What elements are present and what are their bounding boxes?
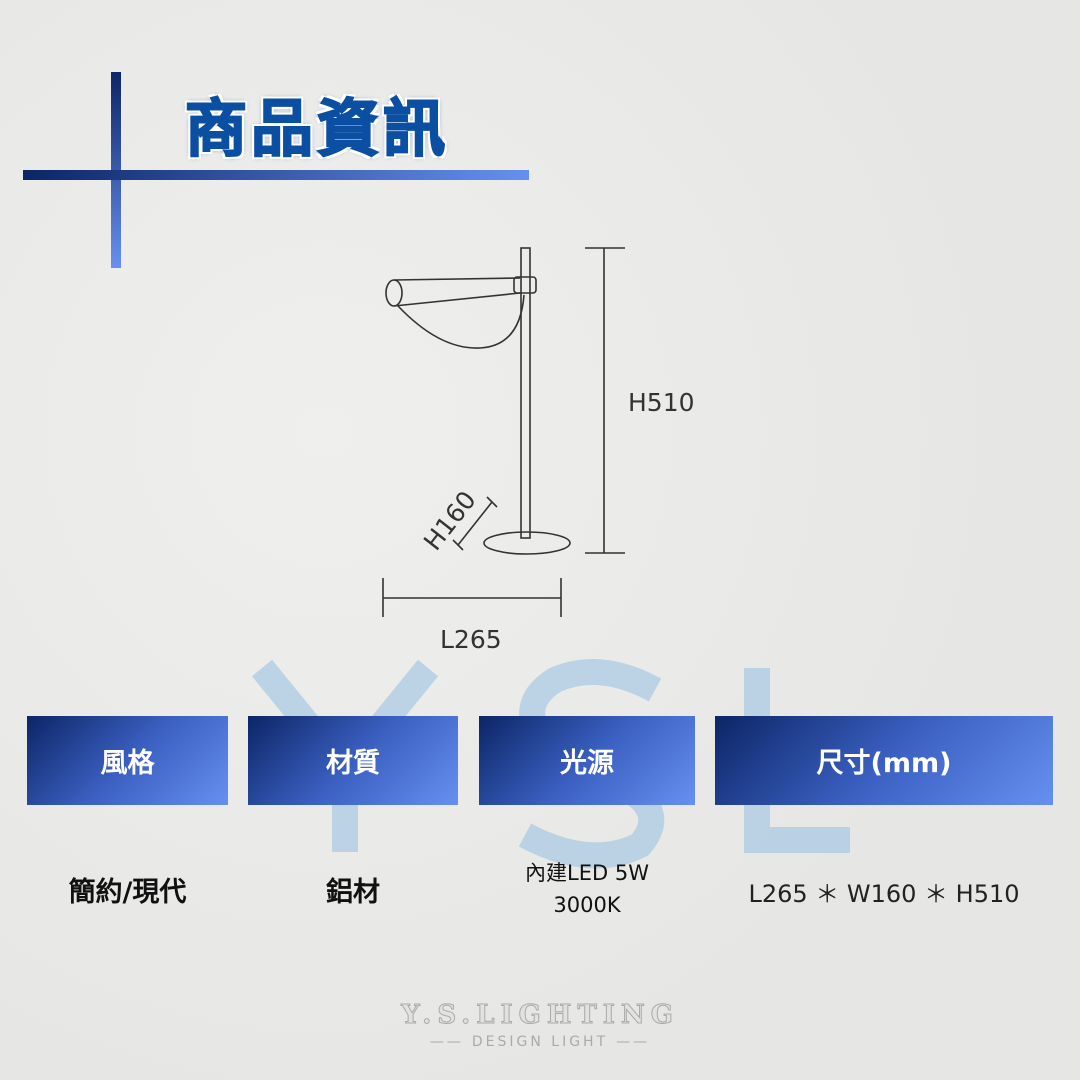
spec-value-material: 鋁材 [326, 877, 380, 908]
lamp-drawing [382, 247, 625, 617]
decor-horizontal-bar [23, 170, 529, 180]
spec-header-size: 尺寸(mm) [715, 716, 1053, 805]
brand-name: Y.S.LIGHTING [401, 1000, 679, 1031]
spec-header-material: 材質 [248, 716, 458, 805]
page-title: 商品資訊 [184, 91, 450, 166]
spec-value-light-power: 內建LED 5W [525, 861, 649, 885]
length-label: L265 [440, 625, 502, 654]
spec-value-size: L265 ＊ W160 ＊ H510 [748, 880, 1020, 908]
brand-tagline-text: DESIGN LIGHT [471, 1034, 609, 1050]
brand-logo: Y.S.LIGHTING —— DESIGN LIGHT —— [380, 1000, 700, 1051]
spec-header-style: 風格 [27, 716, 228, 805]
spec-header-light: 光源 [479, 716, 695, 805]
height-label: H510 [628, 388, 695, 417]
spec-value-style: 簡約/現代 [68, 877, 187, 908]
brand-tagline: —— DESIGN LIGHT —— [380, 1034, 700, 1050]
tagline-dash-left: —— [429, 1034, 464, 1050]
spec-value-light-temp: 3000K [553, 893, 621, 917]
tagline-dash-right: —— [616, 1034, 651, 1050]
